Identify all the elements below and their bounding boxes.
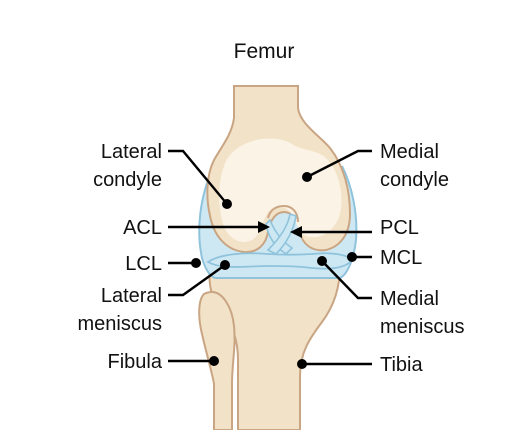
dot-tibia [297, 359, 307, 369]
leader-medial-condyle [306, 149, 372, 179]
label-mcl: MCL [380, 247, 422, 269]
leader-medial-meniscus [321, 260, 372, 300]
label-lateral-condyle-1: Lateral [101, 141, 162, 163]
title-femur: Femur [234, 40, 295, 63]
label-medial-meniscus-2: meniscus [380, 316, 464, 338]
dot-lateral-meniscus [220, 260, 230, 270]
dot-fibula [209, 356, 219, 366]
label-medial-condyle-2: condyle [380, 169, 449, 191]
label-fibula: Fibula [108, 351, 163, 373]
dot-medial-meniscus [317, 256, 327, 266]
leader-lateral-meniscus [168, 264, 226, 297]
label-tibia: Tibia [380, 354, 423, 376]
dot-medial-condyle [302, 172, 312, 182]
intercondylar-notch [267, 204, 299, 223]
label-lateral-meniscus-1: Lateral [101, 285, 162, 307]
condyle-highlight [219, 138, 342, 242]
label-lcl: LCL [125, 253, 162, 275]
label-acl: ACL [123, 217, 162, 239]
arrow-pcl [290, 226, 302, 238]
label-lateral-condyle-2: condyle [93, 169, 162, 191]
leader-lateral-condyle [168, 149, 228, 205]
label-medial-meniscus-1: Medial [380, 288, 439, 310]
label-medial-condyle-1: Medial [380, 141, 439, 163]
label-pcl: PCL [380, 217, 419, 239]
arrow-acl [258, 221, 270, 233]
label-lateral-meniscus-2: meniscus [78, 313, 162, 335]
dot-lateral-condyle [222, 199, 232, 209]
dot-lcl [191, 258, 201, 268]
dot-mcl [347, 252, 357, 262]
